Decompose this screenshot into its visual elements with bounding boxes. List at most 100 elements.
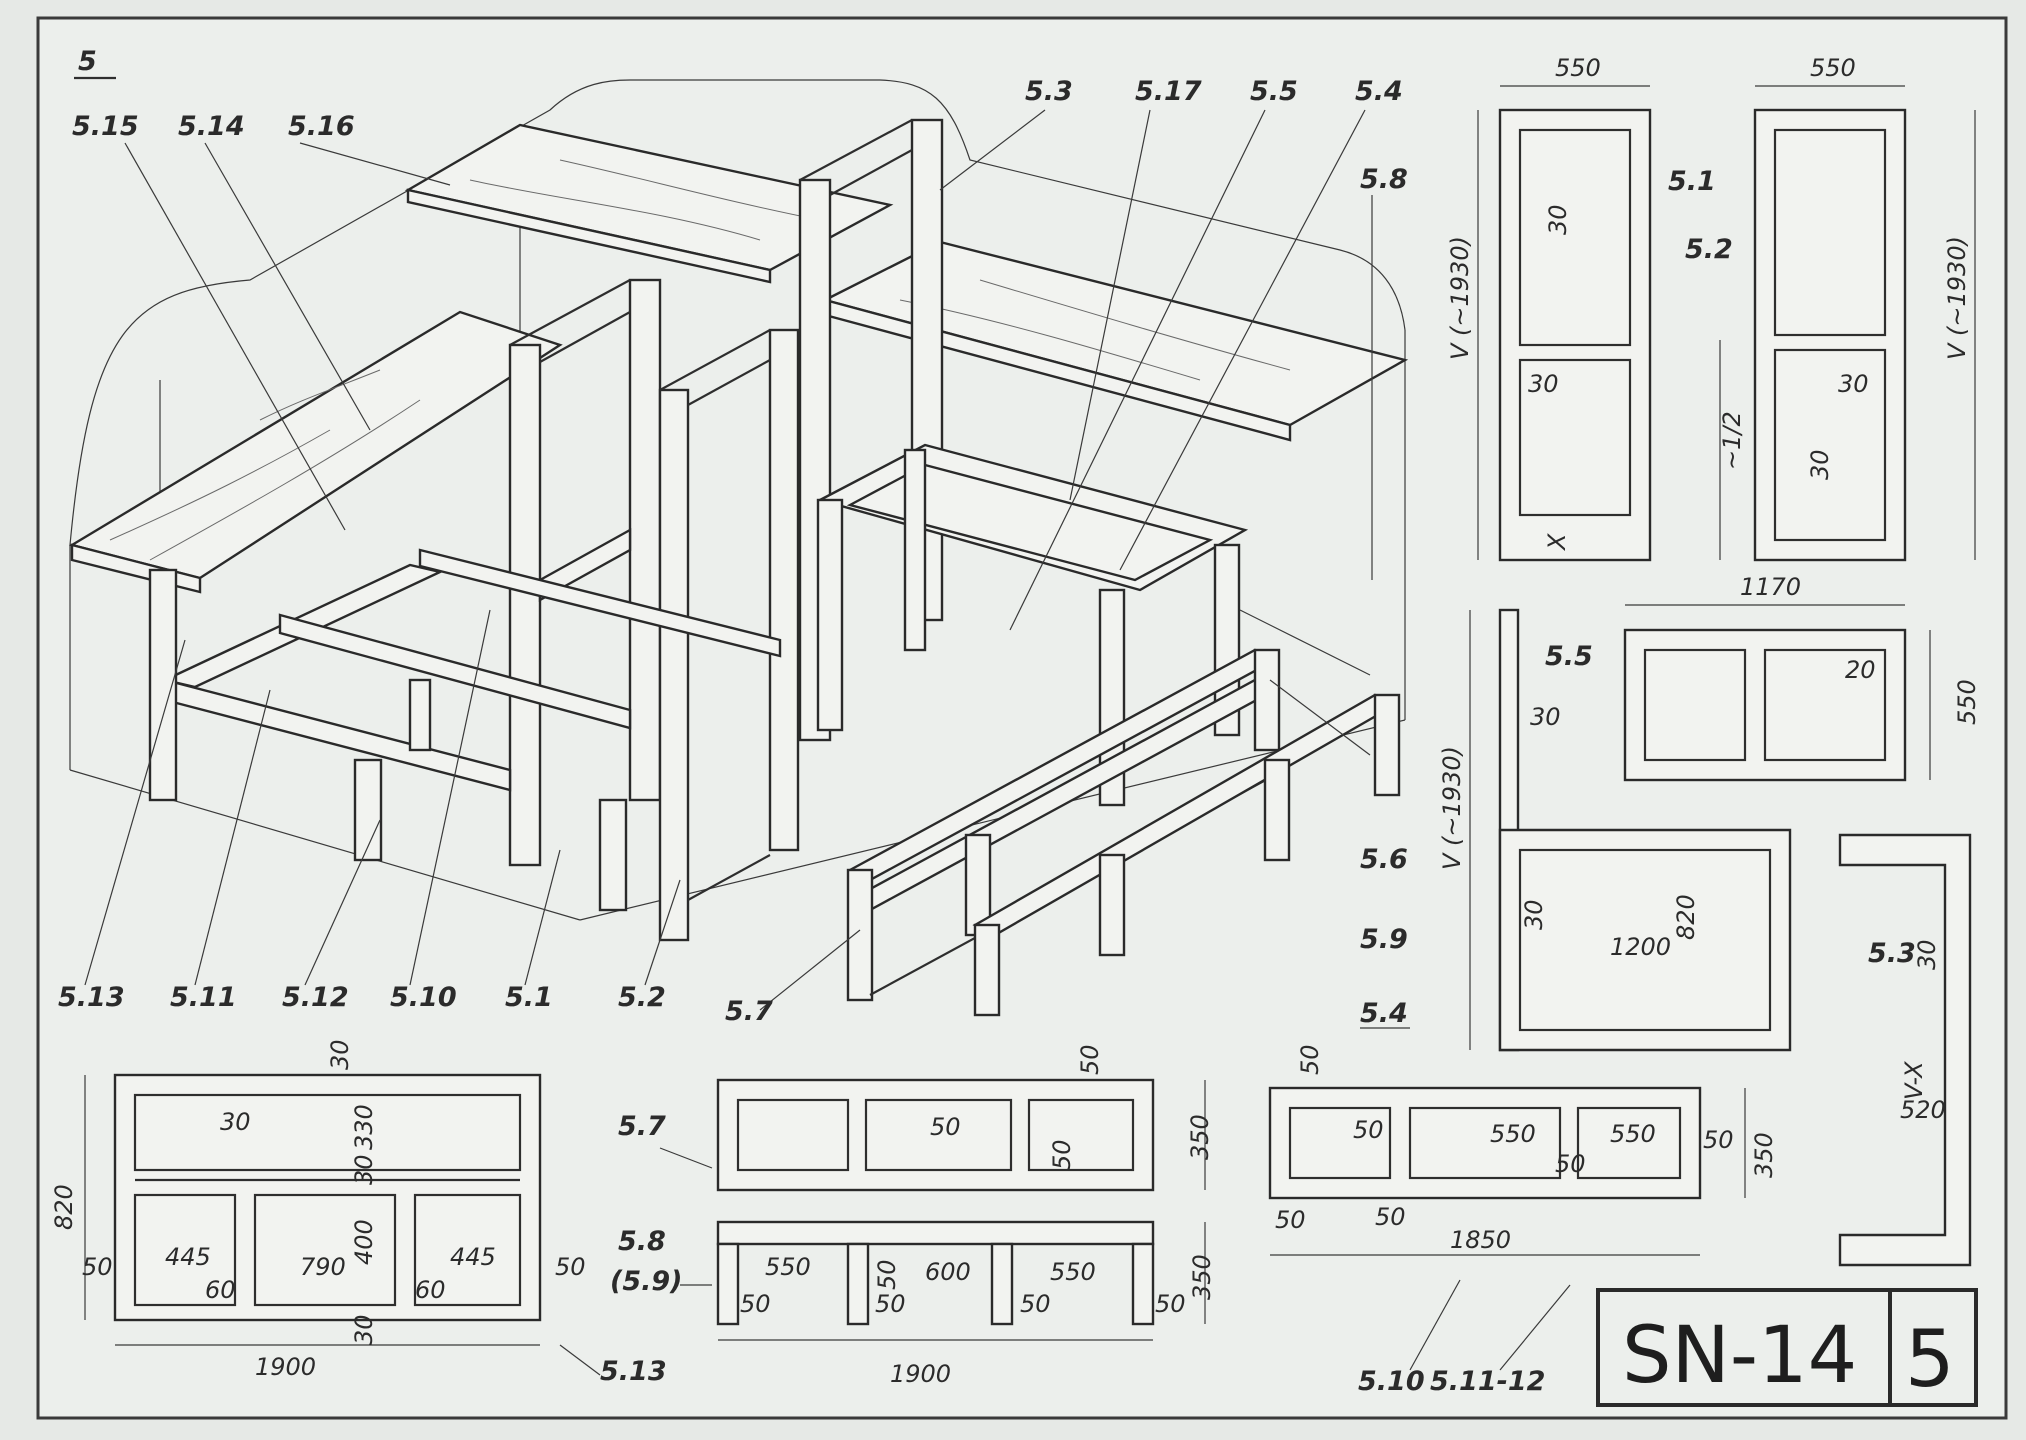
svg-text:5.2: 5.2 — [1685, 234, 1733, 265]
label-5-9: 5.9 — [1360, 924, 1408, 955]
svg-text:550: 550 — [1490, 1120, 1536, 1148]
svg-text:790: 790 — [300, 1253, 346, 1281]
frame-5-3-side: 5.3 30 V-X 520 — [1838, 833, 1972, 1267]
svg-text:50: 50 — [1020, 1290, 1051, 1318]
svg-text:30: 30 — [1913, 939, 1941, 970]
svg-text:30: 30 — [1838, 370, 1869, 398]
svg-text:50: 50 — [1076, 1044, 1104, 1075]
svg-text:50: 50 — [1296, 1044, 1324, 1075]
svg-text:550: 550 — [765, 1253, 811, 1281]
svg-text:30: 30 — [326, 1039, 354, 1070]
svg-text:50: 50 — [1353, 1116, 1384, 1144]
svg-text:550: 550 — [1610, 1120, 1656, 1148]
label-5-14: 5.14 — [178, 111, 245, 142]
svg-text:20: 20 — [1845, 656, 1876, 684]
label-5-8: 5.8 — [1360, 164, 1408, 195]
label-5-17: 5.17 — [1135, 76, 1202, 107]
svg-text:5.5: 5.5 — [1545, 641, 1593, 672]
svg-text:5.3: 5.3 — [1868, 938, 1916, 969]
svg-text:V-X: V-X — [1900, 1061, 1928, 1100]
svg-text:520: 520 — [1900, 1096, 1946, 1124]
svg-text:50: 50 — [1703, 1126, 1734, 1154]
svg-text:50: 50 — [740, 1290, 771, 1318]
svg-text:50: 50 — [1375, 1203, 1406, 1231]
svg-text:V (~1930): V (~1930) — [1943, 236, 1971, 360]
isometric-view: 5.15 5.14 5.16 5.3 5.17 5.5 5.4 5.8 5.6 … — [58, 76, 1409, 1027]
svg-text:400: 400 — [350, 1219, 378, 1265]
label-5-6: 5.6 — [1360, 844, 1408, 875]
svg-text:50: 50 — [875, 1290, 906, 1318]
svg-text:350: 350 — [1186, 1114, 1214, 1160]
title-block: SN-14 5 — [1596, 1288, 1978, 1407]
svg-text:350: 350 — [1188, 1254, 1216, 1300]
label-5-16: 5.16 — [288, 111, 355, 142]
svg-text:30: 30 — [220, 1108, 251, 1136]
label-5-1: 5.1 — [505, 982, 553, 1013]
svg-text:330: 330 — [350, 1104, 378, 1150]
svg-text:5.1: 5.1 — [1668, 166, 1716, 197]
label-5-5: 5.5 — [1250, 76, 1298, 107]
svg-text:30: 30 — [1544, 204, 1572, 235]
svg-text:5.10: 5.10 — [1358, 1366, 1425, 1397]
svg-text:350: 350 — [1750, 1132, 1778, 1178]
label-5-11: 5.11 — [170, 982, 237, 1013]
svg-text:30: 30 — [350, 1314, 378, 1345]
svg-text:550: 550 — [1050, 1258, 1096, 1286]
frame-5-8-elevation: 5.8 (5.9) 550 600 550 50 50 50 50 50 350… — [610, 1220, 1216, 1388]
svg-text:550: 550 — [1953, 679, 1981, 725]
svg-text:60: 60 — [205, 1276, 236, 1304]
svg-text:~1/2: ~1/2 — [1718, 411, 1746, 470]
svg-text:30: 30 — [1530, 703, 1561, 731]
label-5-7: 5.7 — [725, 996, 773, 1027]
svg-text:X: X — [1543, 533, 1571, 552]
svg-text:50: 50 — [1155, 1290, 1186, 1318]
label-5-2: 5.2 — [618, 982, 666, 1013]
frame-5-1-elevation: 550 V (~1930) 30 30 ~1/2 X 5.1 — [1446, 54, 1746, 562]
svg-text:550: 550 — [1555, 54, 1601, 82]
svg-text:600: 600 — [925, 1258, 971, 1286]
title-code: SN-14 — [1622, 1311, 1857, 1401]
label-5-15: 5.15 — [72, 111, 139, 142]
svg-text:50: 50 — [1275, 1206, 1306, 1234]
label-5-4: 5.4 — [1355, 76, 1403, 107]
svg-text:60: 60 — [415, 1276, 446, 1304]
sheet-number-label: 5 — [74, 46, 116, 80]
svg-text:50: 50 — [930, 1113, 961, 1141]
svg-text:5.8: 5.8 — [618, 1226, 666, 1257]
svg-text:445: 445 — [165, 1243, 211, 1271]
svg-text:V (~1930): V (~1930) — [1446, 236, 1474, 360]
svg-text:1900: 1900 — [890, 1360, 951, 1388]
svg-text:5.11-12: 5.11-12 — [1430, 1366, 1545, 1397]
label-5-12: 5.12 — [282, 982, 349, 1013]
svg-text:50: 50 — [555, 1253, 586, 1281]
svg-text:30: 30 — [1528, 370, 1559, 398]
svg-text:1200: 1200 — [1610, 933, 1671, 961]
svg-text:50: 50 — [1048, 1139, 1076, 1170]
svg-text:30: 30 — [1520, 899, 1548, 930]
svg-text:50: 50 — [1555, 1150, 1586, 1178]
frame-5-7-elevation: 5.7 50 50 50 350 — [618, 1044, 1214, 1192]
svg-text:1170: 1170 — [1740, 573, 1801, 601]
svg-text:5: 5 — [78, 46, 97, 77]
frame-5-4-elevation: V (~1930) 30 30 820 1200 5.4 — [1360, 608, 1792, 1052]
svg-text:50: 50 — [82, 1253, 113, 1281]
svg-text:1900: 1900 — [255, 1353, 316, 1381]
svg-text:V (~1930): V (~1930) — [1438, 746, 1466, 870]
svg-text:445: 445 — [450, 1243, 496, 1271]
svg-text:5.7: 5.7 — [618, 1111, 666, 1142]
svg-text:30: 30 — [1806, 449, 1834, 480]
svg-text:5.13: 5.13 — [600, 1356, 667, 1387]
label-5-10: 5.10 — [390, 982, 457, 1013]
frame-5-5-plan: 1170 550 20 5.5 — [1545, 573, 1981, 782]
svg-text:1850: 1850 — [1450, 1226, 1511, 1254]
svg-text:30: 30 — [350, 1154, 378, 1185]
svg-text:550: 550 — [1810, 54, 1856, 82]
svg-text:(5.9): (5.9) — [610, 1266, 683, 1297]
label-5-13: 5.13 — [58, 982, 125, 1013]
svg-text:50: 50 — [873, 1259, 901, 1290]
frame-5-2-elevation: 550 V (~1930) 30 30 5.2 — [1685, 54, 1976, 562]
frame-5-13-elevation: 820 1900 30 330 30 400 30 30 445 790 445… — [50, 1039, 667, 1387]
svg-text:820: 820 — [50, 1184, 78, 1230]
label-5-3: 5.3 — [1025, 76, 1073, 107]
